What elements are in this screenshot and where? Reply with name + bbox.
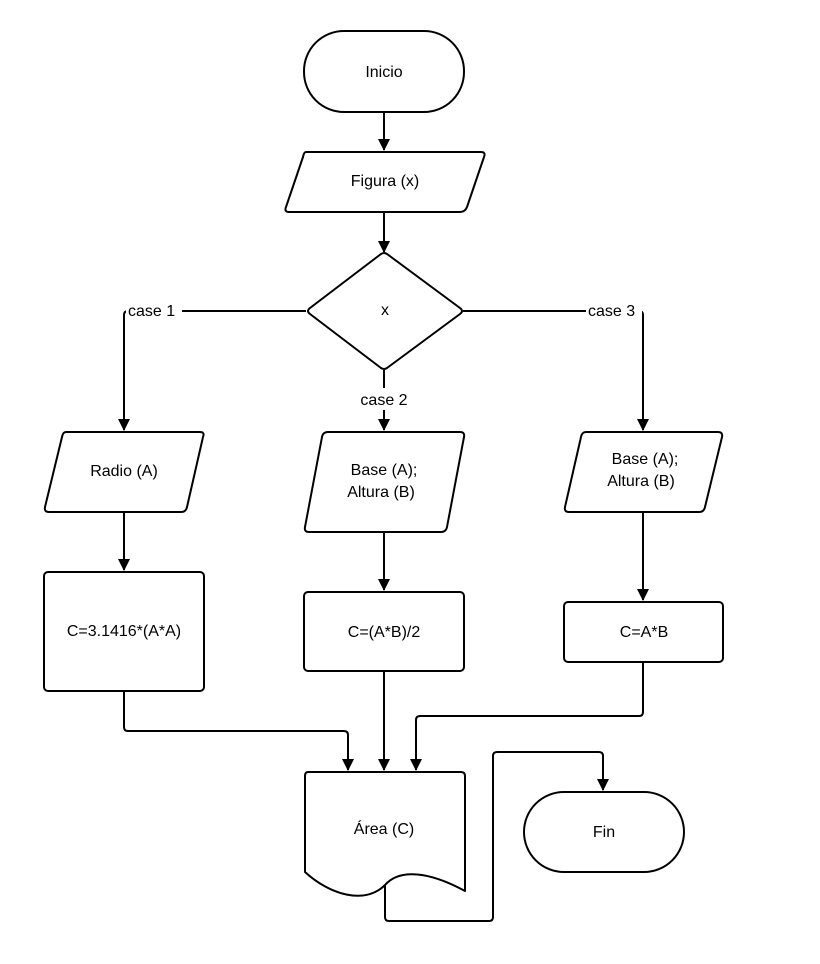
input-figure: Figura (x) [284, 151, 486, 213]
decision-label: x [381, 302, 389, 319]
input-base-height-case3-line2: Altura (B) [607, 473, 675, 490]
edge-output-to-end [384, 751, 609, 922]
case2-label-bg [355, 388, 413, 410]
input-base-height-case3-line1: Base (A); [612, 451, 679, 468]
process-circle-area-label: C=3.1416*(A*A) [67, 623, 181, 640]
input-radius-label: Radio (A) [90, 463, 158, 480]
case3-label-bg [586, 300, 642, 320]
edge-labels: case 1 case 3 case 2 [126, 300, 642, 410]
decision-diamond: x [307, 252, 463, 370]
input-base-height-case2-line1: Base (A); [351, 462, 418, 479]
process-triangle-area-label: C=(A*B)/2 [348, 624, 421, 641]
input-radius: Radio (A) [43, 431, 205, 513]
output-area-label: Área (C) [354, 819, 414, 838]
input-base-height-case3: Base (A); Altura (B) [563, 431, 724, 513]
edge-rectangle-to-output [410, 662, 644, 771]
edge-case1 [118, 310, 306, 431]
start-terminal: Inicio [303, 30, 465, 113]
process-rectangle-area: C=A*B [563, 601, 724, 663]
nodes: Inicio Figura (x) x Radio (A) Base (A); … [43, 30, 724, 897]
end-terminal: Fin [523, 791, 685, 873]
input-base-height-case2-line2: Altura (B) [347, 484, 415, 501]
case2-label: case 2 [360, 392, 407, 409]
input-figure-label: Figura (x) [351, 173, 419, 190]
case3-label: case 3 [588, 303, 635, 320]
process-circle-area: C=3.1416*(A*A) [43, 571, 205, 692]
process-rectangle-area-label: C=A*B [620, 624, 668, 641]
output-area-document: Área (C) [304, 771, 466, 897]
case1-label: case 1 [128, 303, 175, 320]
edge-case3 [463, 310, 649, 431]
edge-circle-to-output [123, 691, 354, 771]
input-base-height-case2: Base (A); Altura (B) [303, 431, 466, 533]
end-label: Fin [593, 824, 615, 841]
case1-label-bg [126, 300, 182, 320]
start-label: Inicio [365, 64, 402, 81]
process-triangle-area: C=(A*B)/2 [303, 591, 465, 672]
